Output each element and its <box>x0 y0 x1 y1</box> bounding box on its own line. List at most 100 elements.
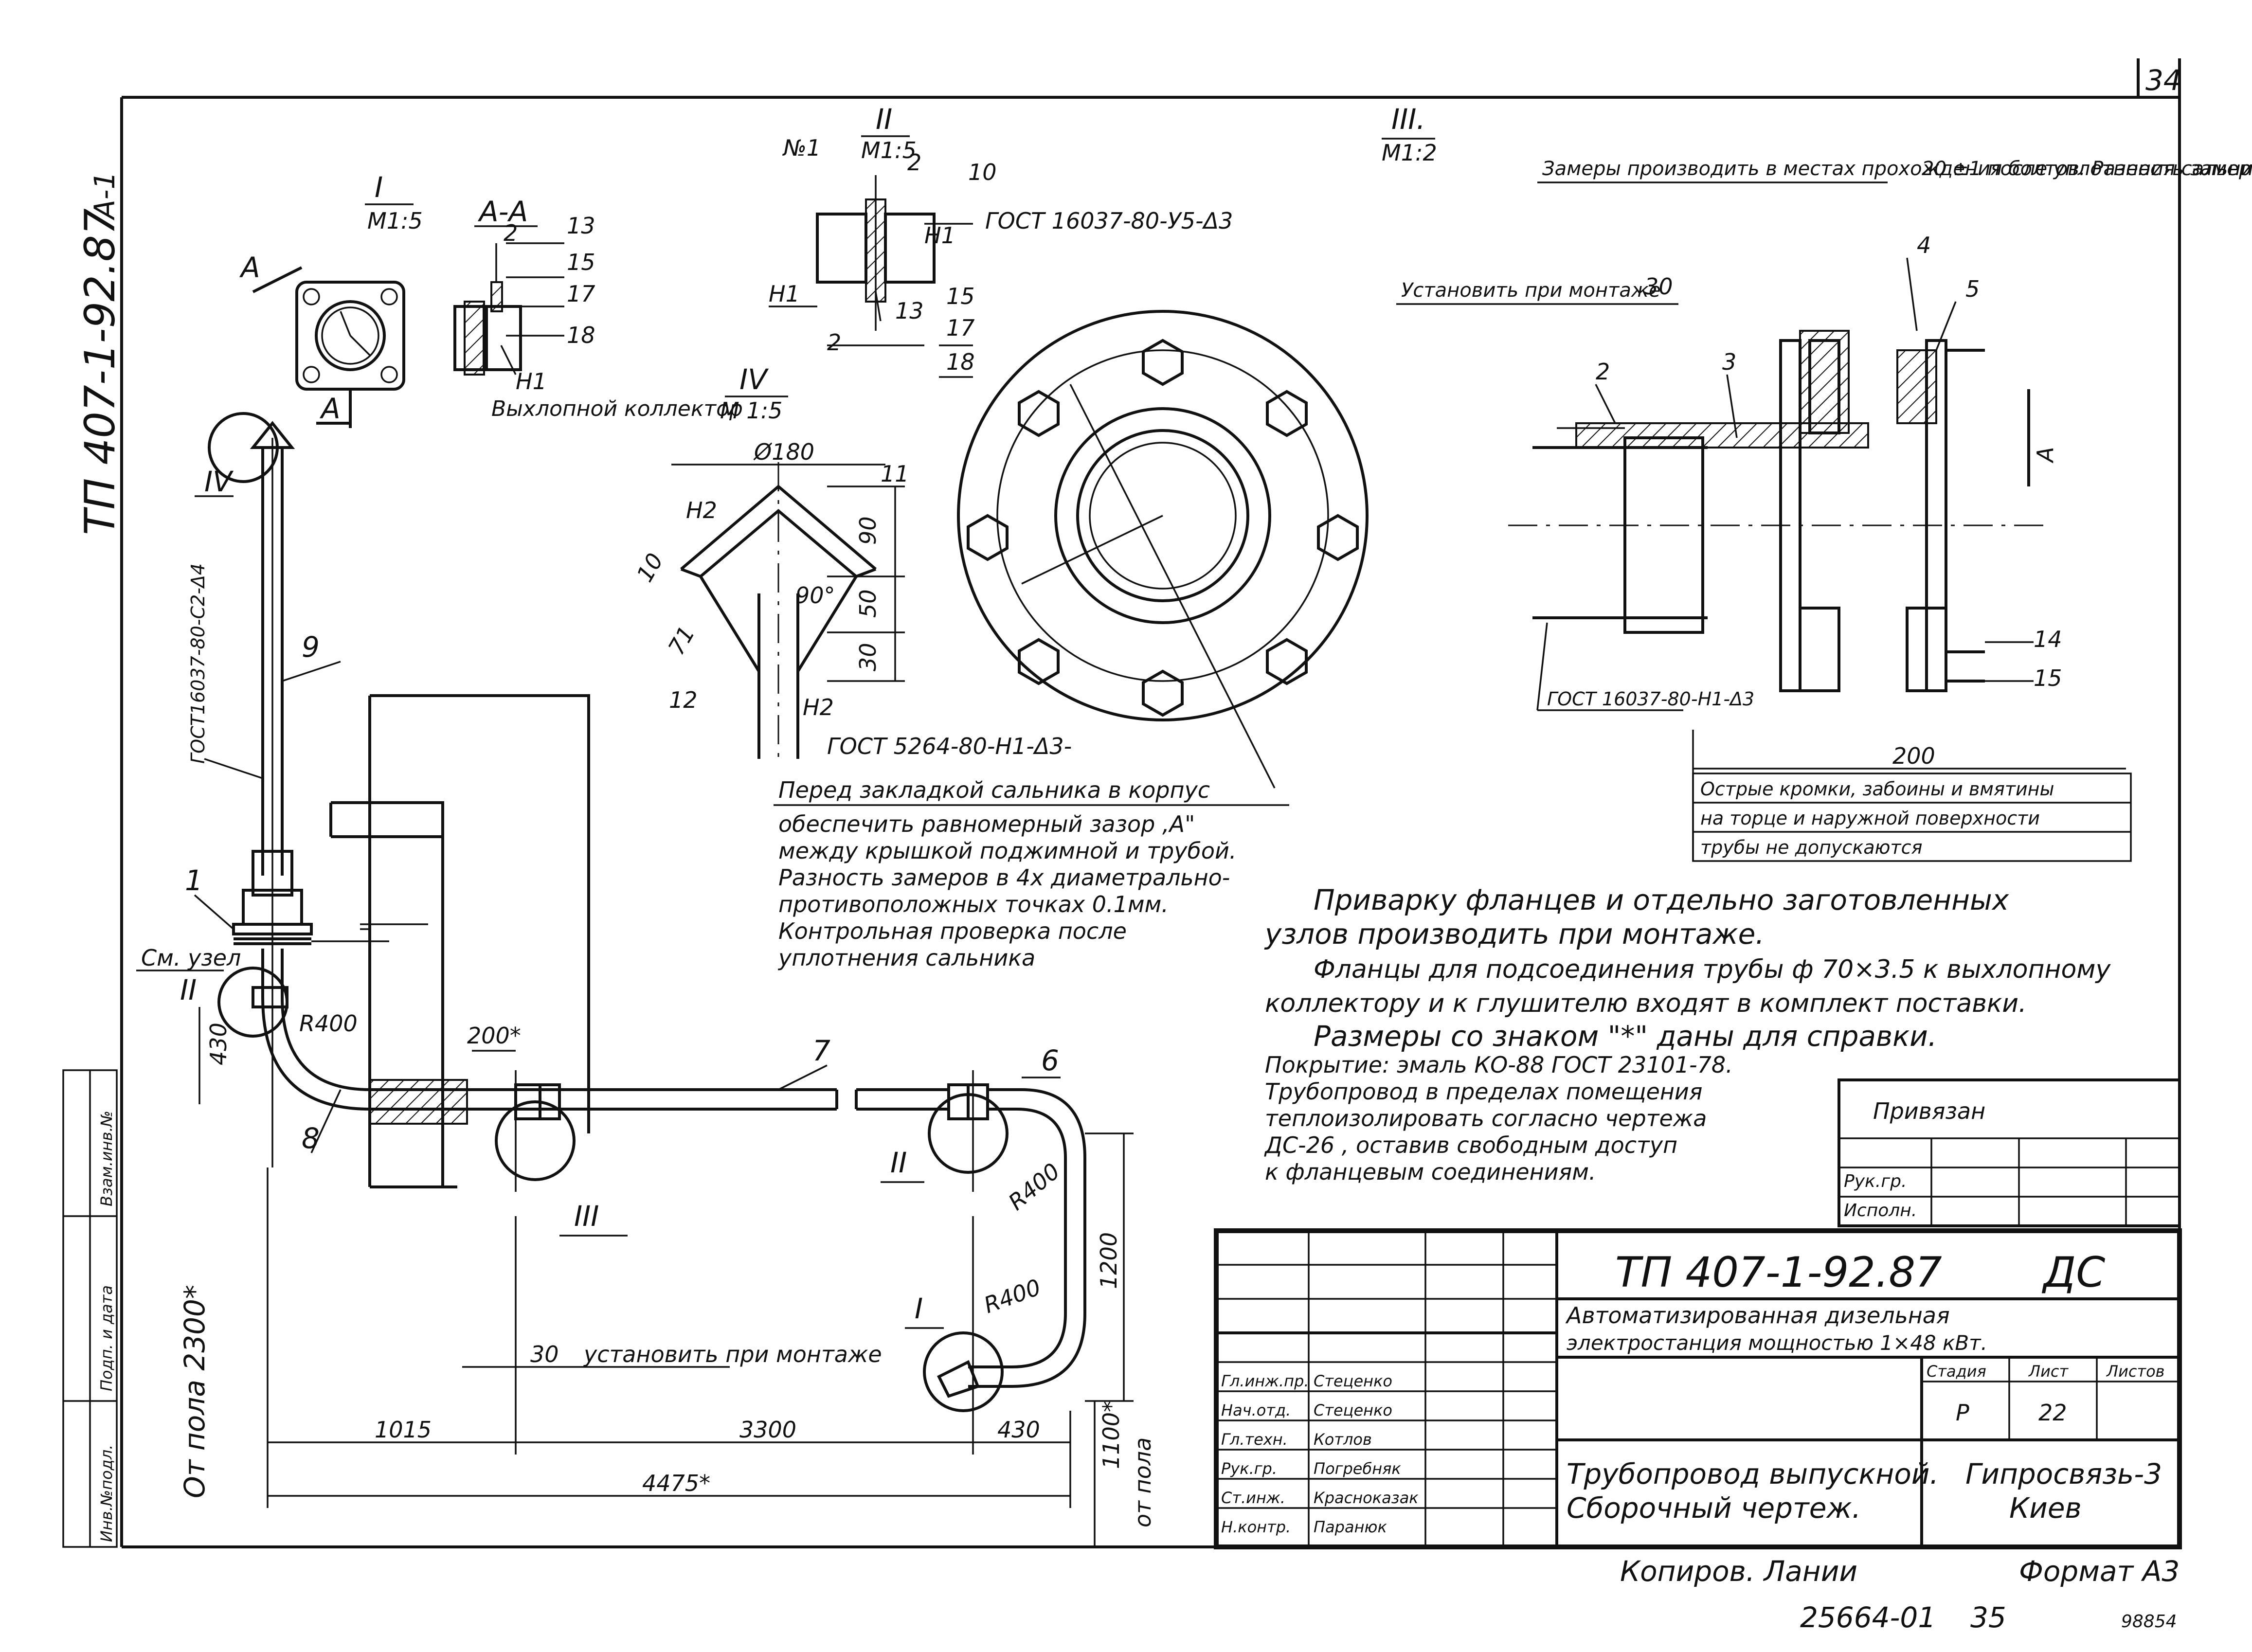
view-ii-roman: II <box>876 103 892 136</box>
gland-gost: ГОСТ 16037-80-Н1-Δ3 <box>1547 688 1754 710</box>
flange-note-line-4: противоположных точках 0.1мм. <box>778 891 1169 917</box>
view-i-label-17: 17 <box>567 281 595 307</box>
copied-by: Копиров. Лании <box>1620 1555 1857 1588</box>
gland-table-row-1: Острые кромки, забоины и вмятины <box>1700 778 2054 800</box>
view-iv-label-n2-bottom: Н2 <box>803 694 834 720</box>
gland-label-a: А <box>2032 447 2058 464</box>
note-line-10: к фланцевым соединениям. <box>1265 1159 1596 1185</box>
archive-mark: 98854 <box>2121 1612 2177 1632</box>
gland-label-15: 15 <box>2034 665 2062 691</box>
general-notes: Приварку фланцев и отдельно заготовленны… <box>1264 883 2111 1185</box>
section-title: А-А <box>477 195 528 228</box>
title-code: ТП 407-1-92.87 <box>1615 1248 1942 1297</box>
detail-ref-ii: II <box>890 1146 907 1179</box>
dim-1200: 1200 <box>1096 1232 1122 1289</box>
install-text: установить при монтаже <box>583 1341 882 1367</box>
view-i-label-18: 18 <box>567 322 595 348</box>
install-label: Установить при монтаже <box>1401 279 1660 302</box>
privyazan-row-2: Испoлн. <box>1844 1201 1917 1221</box>
privyazan-title: Привязан <box>1873 1098 1985 1124</box>
margin-col-inv: Инв.№подл. <box>97 1445 116 1542</box>
view-ii-label-13: 13 <box>895 298 924 324</box>
note-line-7: Трубопровод в пределах помещения <box>1265 1078 1702 1105</box>
radius-label-2: R400 <box>1003 1158 1064 1215</box>
view-ii-label-15: 15 <box>946 283 975 309</box>
view-ii-label-2-bottom: 2 <box>827 329 841 356</box>
view-i-label-13: 13 <box>567 213 595 239</box>
gland-table-row-2: на торце и наружной поверхности <box>1700 808 2040 829</box>
staff-role-1: Гл.инж.пр. <box>1221 1372 1309 1390</box>
privyazan-table: Привязан Рук.гр. Испoлн. <box>1838 1078 2181 1227</box>
view-ii-label-10: 10 <box>968 159 997 185</box>
flange-front-view <box>957 310 1369 789</box>
gland-table-row-3: трубы не допускаются <box>1700 837 1922 858</box>
collector-label: Выхлопной коллектор <box>491 396 743 421</box>
gland-dim-200: 200 <box>1892 743 1935 769</box>
view-iv-dim-90: 90 <box>855 516 881 545</box>
gland-label-4: 4 <box>1917 232 1931 258</box>
view-iv-diameter: Ø180 <box>753 439 814 465</box>
view-ii-label-17: 17 <box>946 315 975 341</box>
staff-name-4: Погребняк <box>1314 1459 1401 1478</box>
item-8: 8 <box>302 1122 320 1155</box>
stage-header: Стадия <box>1927 1362 1986 1381</box>
title-block: Гл.инж.пр. Стеценко Нач.отд. Стеценко Гл… <box>1214 1228 2182 1549</box>
staff-role-3: Гл.техн. <box>1221 1430 1288 1449</box>
note-line-9: ДС-26 , оставив свободным доступ <box>1264 1132 1677 1158</box>
note-line-4: коллектору и к глушителю входят в компле… <box>1265 989 2027 1018</box>
staff-name-6: Паранюк <box>1314 1518 1387 1536</box>
note-line-8: теплоизолировать согласно чертежа <box>1265 1105 1707 1131</box>
archive-number: 25664-01 <box>1800 1601 1936 1634</box>
view-ii-scale: М1:5 <box>861 137 917 163</box>
view-iii-scale: М1:2 <box>1382 140 1437 166</box>
view-iv-dim-50: 50 <box>855 589 881 618</box>
stage-value: Р <box>1956 1400 1969 1426</box>
flange-note-line-5: Контрольная проверка после <box>778 918 1127 944</box>
note-line-1: Приварку фланцев и отдельно заготовленны… <box>1314 883 2009 916</box>
from-floor-2300: От пола 2300* <box>178 1285 211 1498</box>
view-iv-label-12: 12 <box>669 687 698 713</box>
flange-note: Перед закладкой сальника в корпус обеспе… <box>774 777 1289 971</box>
detail-ref-iii: III <box>574 1200 599 1233</box>
view-i-scale: М1:5 <box>367 208 423 234</box>
note-line-3: Фланцы для подсоединения трубы ф 70×3.5 … <box>1314 955 2111 984</box>
item-7: 7 <box>812 1034 830 1067</box>
margin-col-replace: Взам.инв.№ <box>97 1111 116 1206</box>
margin-sheet-id: А-1 <box>88 171 121 221</box>
view-iv-gost: ГОСТ 5264-80-Н1-Δ3- <box>827 733 1072 759</box>
pipeline-assembly: 9 1 6 7 8 IV См. узел II III II I R400 R… <box>136 412 1156 1547</box>
view-i-label-n1: Н1 <box>516 368 547 395</box>
flange-note-line-6: уплотнения сальника <box>777 945 1035 971</box>
view-iii-roman: III. <box>1391 103 1425 136</box>
note-line-5: Размеры со знаком "*" даны для справки. <box>1314 1020 1937 1053</box>
dim-4475: 4475* <box>642 1470 710 1496</box>
view-iv-roman: IV <box>739 363 769 396</box>
dim-3300: 3300 <box>739 1417 796 1443</box>
organization-1: Гипросвязь-3 <box>1965 1457 2162 1490</box>
item-1: 1 <box>185 864 203 897</box>
detail-ref-i: I <box>915 1292 923 1325</box>
radius-label-1: R400 <box>299 1010 358 1037</box>
view-iv-dim-30: 30 <box>855 643 881 671</box>
staff-name-3: Котлов <box>1314 1430 1372 1449</box>
staff-name-2: Стеценко <box>1314 1401 1392 1419</box>
view-i-arrow-label: А <box>239 251 260 284</box>
view-ii-gost: ГОСТ 16037-80-У5-Δ3 <box>985 208 1233 234</box>
see-node-label: См. узел <box>141 945 241 971</box>
view-iv-dim-71: 71 <box>663 622 700 660</box>
view-ii-label-n1-top: №1 <box>782 135 821 161</box>
gland-label-5: 5 <box>1965 276 1980 302</box>
gland-note-measure: Замеры производить в местах прохождения … <box>1542 158 2252 180</box>
dim-1100: 1100* <box>1098 1401 1124 1469</box>
detail-ref-iv: IV <box>204 465 234 498</box>
archive-sheet: 35 <box>1970 1601 2006 1634</box>
from-floor-1100: от пола <box>1130 1437 1156 1527</box>
staff-role-5: Ст.инж. <box>1221 1489 1285 1507</box>
project-line-1: Автоматизированная дизельная <box>1565 1302 1950 1329</box>
view-ii-label-n1-right: Н1 <box>924 222 955 249</box>
view-ii-label-n1-left: Н1 <box>769 281 800 307</box>
view-i-label-15: 15 <box>567 249 595 275</box>
view-iv-label-11: 11 <box>881 461 909 487</box>
install-dim-30: 30 <box>530 1341 559 1367</box>
